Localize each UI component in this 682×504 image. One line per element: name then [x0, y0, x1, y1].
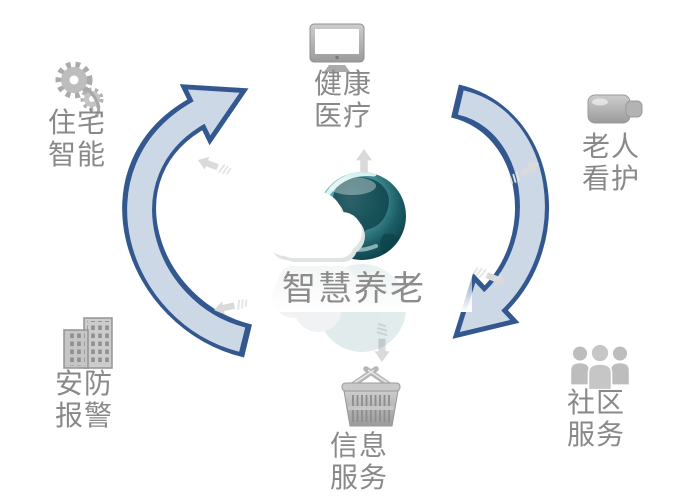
node-community-service-label: 社区 服务 [566, 387, 626, 450]
node-health-medical-label: 健康 医疗 [313, 68, 373, 131]
buildings-icon [63, 317, 113, 369]
node-info-service-label: 信息 服务 [329, 430, 389, 493]
cloud-icon [268, 192, 365, 262]
node-security-alarm-label: 安防 报警 [54, 368, 114, 431]
node-elderly-care-label: 老人 看护 [581, 131, 641, 194]
cycle-arrow-up [122, 84, 253, 358]
shopping-basket-icon [341, 366, 401, 427]
people-group-icon [571, 343, 629, 391]
flow-arrow-home-icon [194, 152, 233, 179]
monitor-icon [309, 23, 365, 72]
brain-gear-icon [55, 61, 104, 118]
center-reflection [252, 262, 472, 352]
cycle-arrow-down [450, 84, 549, 339]
center-title: 智慧养老 [282, 270, 426, 308]
node-home-intelligence-label: 住宅 智能 [47, 107, 107, 170]
video-camera-icon [587, 94, 643, 124]
